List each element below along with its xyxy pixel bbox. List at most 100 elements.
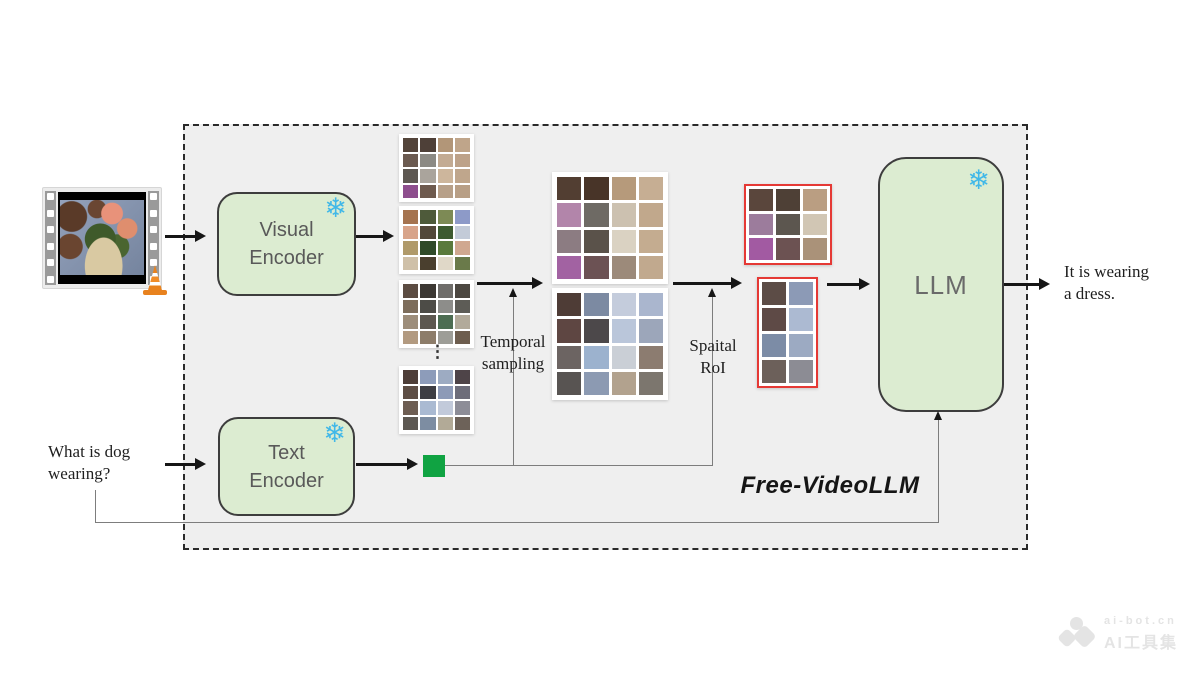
visual-encoder-label: Visual Encoder	[249, 219, 324, 269]
patch-cell	[611, 319, 636, 343]
patch-cell	[403, 401, 419, 415]
patch-cell	[638, 177, 663, 201]
watermark-name: AI工具集	[1104, 635, 1179, 652]
patch-cell	[437, 225, 453, 239]
patch-cell	[420, 416, 436, 430]
patch-cell	[454, 256, 470, 270]
frame-token-grid-4	[399, 366, 474, 434]
text-encoder-box: ❄ Text Encoder	[218, 417, 355, 516]
patch-cell	[749, 213, 773, 236]
patch-cell	[403, 370, 419, 384]
patch-cell	[638, 345, 663, 369]
patch-cell	[611, 177, 636, 201]
patch-cell	[803, 238, 827, 260]
patch-cell	[762, 334, 786, 357]
patch-cell	[437, 153, 453, 167]
patch-cell	[789, 334, 813, 357]
llm-label: LLM	[914, 269, 968, 300]
patch-cell	[420, 210, 436, 224]
patch-cell	[437, 138, 453, 152]
sampled-frame-grid-1	[552, 172, 668, 284]
patch-cell	[584, 203, 609, 227]
patch-cell	[611, 203, 636, 227]
text-encoder-label: Text Encoder	[249, 441, 324, 492]
patch-cell	[403, 241, 419, 255]
patch-cell	[638, 255, 663, 279]
patch-cell	[789, 308, 813, 331]
patch-cell	[454, 153, 470, 167]
patch-cell	[403, 138, 419, 152]
llm-input-arrowhead	[934, 411, 942, 420]
patch-cell	[403, 153, 419, 167]
patch-cell	[420, 315, 436, 329]
patch-cell	[403, 385, 419, 399]
patch-cell	[403, 256, 419, 270]
patch-cell	[420, 241, 436, 255]
patch-cell	[437, 210, 453, 224]
patch-cell	[789, 360, 813, 383]
patch-cell	[437, 330, 453, 344]
spatial-connector-line	[712, 294, 713, 466]
patch-cell	[789, 282, 813, 305]
vlc-cone-icon	[143, 265, 167, 297]
patch-cell	[584, 371, 609, 395]
spatial-arrowhead	[708, 288, 716, 297]
patch-cell	[454, 241, 470, 255]
patch-cell	[611, 255, 636, 279]
patch-cell	[403, 225, 419, 239]
question-text: What is dog wearing?	[48, 441, 130, 485]
patch-cell	[420, 385, 436, 399]
roi-grid-1	[744, 184, 832, 265]
arrow-visual-encoder-to-tokens	[356, 230, 394, 242]
patch-cell	[454, 315, 470, 329]
patch-cell	[638, 319, 663, 343]
patch-cell	[420, 299, 436, 313]
llm-box: ❄ LLM	[878, 157, 1004, 412]
snowflake-icon: ❄	[324, 193, 347, 223]
arrow-roi-to-llm	[827, 278, 870, 290]
patch-cell	[437, 401, 453, 415]
question-bypass-line-down	[95, 490, 96, 522]
patch-cell	[420, 169, 436, 183]
patch-cell	[420, 401, 436, 415]
answer-text: It is wearing a dress.	[1064, 261, 1149, 305]
patch-cell	[437, 241, 453, 255]
roi-grid-2	[757, 277, 818, 388]
patch-cell	[403, 416, 419, 430]
arrow-llm-to-answer	[1004, 278, 1050, 290]
patch-cell	[762, 360, 786, 383]
patch-cell	[611, 293, 636, 317]
patch-cell	[762, 282, 786, 305]
patch-cell	[803, 213, 827, 236]
watermark-site: ai-bot.cn	[1104, 615, 1177, 627]
patch-cell	[454, 169, 470, 183]
temporal-sampling-label: Temporal sampling	[480, 332, 546, 373]
patch-cell	[420, 370, 436, 384]
patch-cell	[611, 229, 636, 253]
answer-line: a dress.	[1064, 284, 1115, 303]
patch-cell	[557, 177, 582, 201]
video-frame-photo	[60, 200, 144, 275]
patch-cell	[454, 225, 470, 239]
patch-cell	[420, 225, 436, 239]
patch-cell	[584, 345, 609, 369]
patch-cell	[776, 189, 800, 211]
patch-cell	[454, 210, 470, 224]
patch-cell	[776, 238, 800, 260]
temporal-connector-line	[513, 294, 514, 466]
token-connector-line	[445, 465, 713, 466]
patch-cell	[638, 229, 663, 253]
patch-cell	[437, 416, 453, 430]
arrow-text-encoder-to-token	[356, 458, 418, 470]
patch-cell	[749, 238, 773, 260]
patch-cell	[420, 153, 436, 167]
question-line: What is dog	[48, 442, 131, 461]
patch-cell	[437, 284, 453, 298]
filmstrip-sprockets-left	[45, 191, 56, 285]
patch-cell	[776, 213, 800, 236]
patch-cell	[403, 184, 419, 198]
input-video-thumbnail	[42, 187, 167, 295]
watermark: ai-bot.cn AI工具集	[1057, 615, 1179, 653]
spatial-roi-label: Spaital RoI	[689, 336, 737, 377]
